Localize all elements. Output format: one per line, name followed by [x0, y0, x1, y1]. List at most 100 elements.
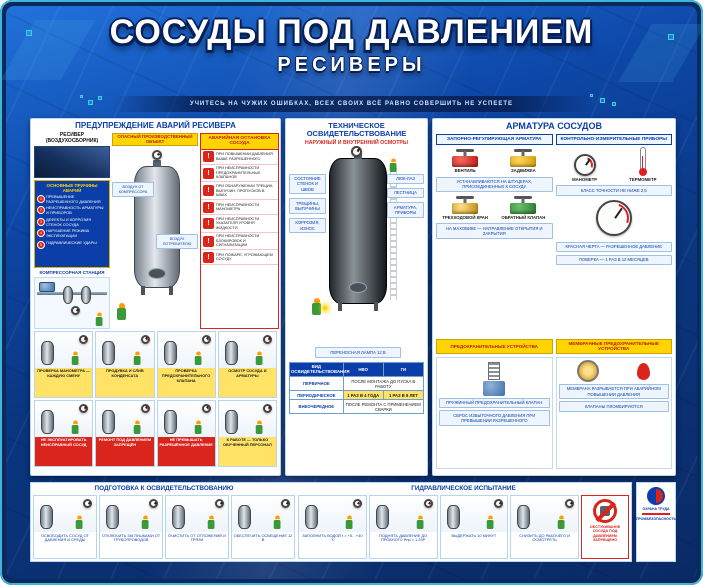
decor-square — [668, 34, 674, 40]
col-type-header: ВИД ОСВИДЕТЕЛЬСТВОВАНИЯ — [289, 361, 350, 378]
emergency-stop-text: ПРИ НЕИСПРАВНОСТИ МАНОМЕТРА — [216, 202, 260, 212]
emergency-stop-box: АВАРИЙНАЯ ОСТАНОВКА СОСУДА ПРИ ПОВЫШЕНИИ… — [200, 132, 279, 329]
row-gi-value: 1 РАЗ В 8 ЛЕТ — [382, 390, 425, 401]
scene-cell: ОБЕСПЕЧИТЬ ОСВЕЩЕНИЕ 12 В — [231, 495, 295, 559]
preparation-section: ПОДГОТОВКА К ОСВИДЕТЕЛЬСТВОВАНИЮ ОСВОБОД… — [33, 485, 295, 559]
vessel-leg — [169, 286, 173, 296]
vessel-icon — [41, 340, 54, 365]
warning-icon — [203, 151, 214, 163]
worker-icon — [133, 420, 141, 434]
gate-valve-icon — [510, 148, 537, 168]
check-valve-icon — [510, 195, 537, 215]
callout-label: АРМАТУРА, ПРИБОРЫ — [387, 202, 424, 218]
scene-art — [100, 496, 162, 532]
row-value: ПОСЛЕ РЕМОНТА С ПРИМЕНЕНИЕМ СВАРКИ — [342, 399, 425, 415]
vessel-icon — [41, 409, 54, 434]
hydrotest-section: ГИДРАВЛИЧЕСКОЕ ИСПЫТАНИЕ ЗАПОЛНИТЬ ВОДОЙ… — [298, 485, 629, 559]
worker-icon — [255, 351, 263, 365]
scene-cell: К РАБОТЕ — ТОЛЬКО ОБУЧЕННЫЙ ПЕРСОНАЛ — [217, 399, 277, 467]
scene-caption: ПРОВЕРКА ПРЕДОХРАНИТЕЛЬНОГО КЛАПАНА — [157, 367, 215, 397]
manometer-item: МАНОМЕТР — [561, 154, 608, 182]
accident-causes-title: ОСНОВНЫЕ ПРИЧИНЫ АВАРИЙ — [46, 183, 98, 194]
poster-title: СОСУДЫ ПОД ДАВЛЕНИЕМ — [109, 13, 594, 51]
inspector-worker-icon — [311, 297, 322, 316]
vessel-icon — [305, 505, 318, 529]
row-nvo-value: 1 РАЗ В 4 ГОДА — [342, 390, 384, 401]
vessel-icon — [102, 340, 116, 365]
row-label: ВНЕОЧЕРЕДНОЕ — [289, 399, 344, 415]
vessel-icon — [446, 505, 460, 529]
worker-icon — [71, 351, 79, 365]
seal-icon — [637, 363, 651, 381]
vessel-icon — [163, 409, 177, 434]
callout-label: ТРЕЩИНЫ, ВЫПУЧИНЫ — [289, 198, 326, 214]
scene-art — [218, 400, 276, 437]
scene-art — [232, 496, 294, 532]
emergency-stop-text: ПРИ ПОЖАРЕ, УГРОЖАЮЩЕМ СОСУДУ — [216, 252, 273, 262]
panel-prevention: ПРЕДУПРЕЖДЕНИЕ АВАРИЙ РЕСИВЕРА РЕСИВЕР (… — [30, 118, 281, 476]
motto-text: УЧИТЕСЬ НА ЧУЖИХ ОШИБКАХ, ВСЕХ СВОИХ ВСЁ… — [189, 101, 513, 107]
compressor-diagram — [34, 277, 110, 329]
vessel-icon — [81, 286, 91, 305]
gauge-icon — [263, 403, 272, 413]
worker-icon — [75, 515, 83, 530]
valve-row: ВЕНТИЛЬ ЗАДВИЖКА — [436, 148, 553, 173]
table-header-row: ВИД ОСВИДЕТЕЛЬСТВОВАНИЯ НВО ГИ — [289, 361, 425, 378]
emergency-stop-item: ПРИ ОБНАРУЖЕНИИ ТРЕЩИН, ВЫПУЧИН, ПРОПУСК… — [201, 182, 278, 201]
receiver-photo — [34, 146, 110, 179]
ladder-icon — [390, 167, 397, 300]
safety-caption: ПРУЖИННЫЙ ПРЕДОХРАНИТЕЛЬНЫЙ КЛАПАН — [439, 397, 550, 409]
worker-icon — [486, 515, 494, 530]
worker-icon — [71, 420, 79, 434]
scene-caption: СНИЗИТЬ ДО РАБОЧЕГО И ОСМОТРЕТЬ — [519, 532, 570, 543]
scene-art — [34, 496, 96, 532]
accident-causes-box: ОСНОВНЫЕ ПРИЧИНЫ АВАРИЙ ПРЕВЫШЕНИЕ РАЗРЕ… — [34, 180, 110, 269]
safety-caption: СБРОС ИЗБЫТОЧНОГО ДАВЛЕНИЯ ПРИ ПРЕВЫШЕНИ… — [439, 410, 550, 426]
valve-label: ЗАДВИЖКА — [510, 167, 536, 173]
hydrotest-row: ЗАПОЛНИТЬ ВОДОЙ t = +5…+40 °C ПОДНЯТЬ ДА… — [298, 495, 629, 559]
climbing-worker-icon — [389, 158, 397, 172]
vessel-manhole — [148, 268, 166, 280]
panel-inspection-title: ТЕХНИЧЕСКОЕ ОСВИДЕТЕЛЬСТВОВАНИЕ — [306, 121, 407, 139]
scene-caption: ОСМОТР СОСУДА И АРМАТУРЫ — [218, 367, 276, 397]
gauge-icon — [71, 306, 80, 316]
vessel-icon — [163, 340, 177, 365]
valve-row: ТРЕХХОДОВОЙ КРАН ОБРАТНЫЙ КЛАПАН — [436, 195, 553, 220]
gauge-icon — [263, 334, 272, 344]
scene-caption: НЕ ЭКСПЛУАТИРОВАТЬ НЕИСПРАВНЫЙ СОСУД — [35, 436, 93, 466]
outlet-label: ВОЗДУХ ПОТРЕБИТЕЛЮ — [156, 234, 198, 249]
accident-cause-item: ДЕФЕКТЫ И КОРРОЗИЯ СТЕНОК СОСУДА — [37, 217, 107, 228]
vessel-leg — [141, 286, 145, 296]
scene-art — [157, 400, 215, 437]
thermometer-icon — [639, 146, 646, 173]
scene-art — [299, 496, 366, 532]
gauge-icon — [201, 334, 211, 344]
vessel-icon — [106, 505, 119, 529]
scene-cell: ПРОВЕРКА МАНОМЕТРА — КАЖДУЮ СМЕНУ — [34, 330, 94, 398]
fittings-bottom: ПРУЖИННЫЙ ПРЕДОХРАНИТЕЛЬНЫЙ КЛАПАН СБРОС… — [436, 356, 672, 469]
worker-icon — [116, 302, 127, 321]
hydrotest-scenes: ЗАПОЛНИТЬ ВОДОЙ t = +5…+40 °C ПОДНЯТЬ ДА… — [298, 495, 579, 559]
valve-item: ВЕНТИЛЬ — [437, 148, 493, 173]
callout-label: ЛЮК-ЛАЗ — [387, 173, 424, 184]
table-row: ПЕРИОДИЧЕСКОЕ 1 РАЗ В 4 ГОДА 1 РАЗ В 8 Л… — [289, 390, 425, 401]
inlet-label: ВОЗДУХ ОТ КОМПРЕССОРА — [112, 182, 154, 197]
worker-icon — [194, 351, 202, 365]
row-label: ПЕРВИЧНОЕ — [289, 376, 344, 392]
warning-icon — [203, 201, 214, 213]
membrane-icons-row — [559, 359, 670, 382]
emergency-stop-item: ПРИ ПОВЫШЕНИИ ДАВЛЕНИЯ ВЫШЕ РАЗРЕШЕННОГО — [201, 150, 278, 165]
hydrotest-title: ГИДРАВЛИЧЕСКОЕ ИСПЫТАНИЕ — [411, 485, 516, 492]
decor-square — [88, 100, 93, 105]
preparation-scenes: ОСВОБОДИТЬ СОСУД ОТ ДАВЛЕНИЯ И СРЕДЫ ОТК… — [33, 495, 295, 559]
warning-icon — [203, 167, 214, 179]
scene-caption: ПОДНЯТЬ ДАВЛЕНИЕ ДО ПРОБНОГО Рпр = 1,25Р — [379, 532, 428, 543]
worker-icon — [133, 351, 141, 365]
vessel-icon — [40, 505, 53, 529]
prohibition-text: ОБСТУКИВАНИЕ СОСУДА ПОД ДАВЛЕНИЕМ ЗАПРЕЩ… — [589, 525, 621, 542]
compressor-icon — [39, 282, 55, 293]
vessel-manhole — [349, 281, 367, 293]
thermometer-item: ТЕРМОМЕТР — [620, 146, 667, 183]
